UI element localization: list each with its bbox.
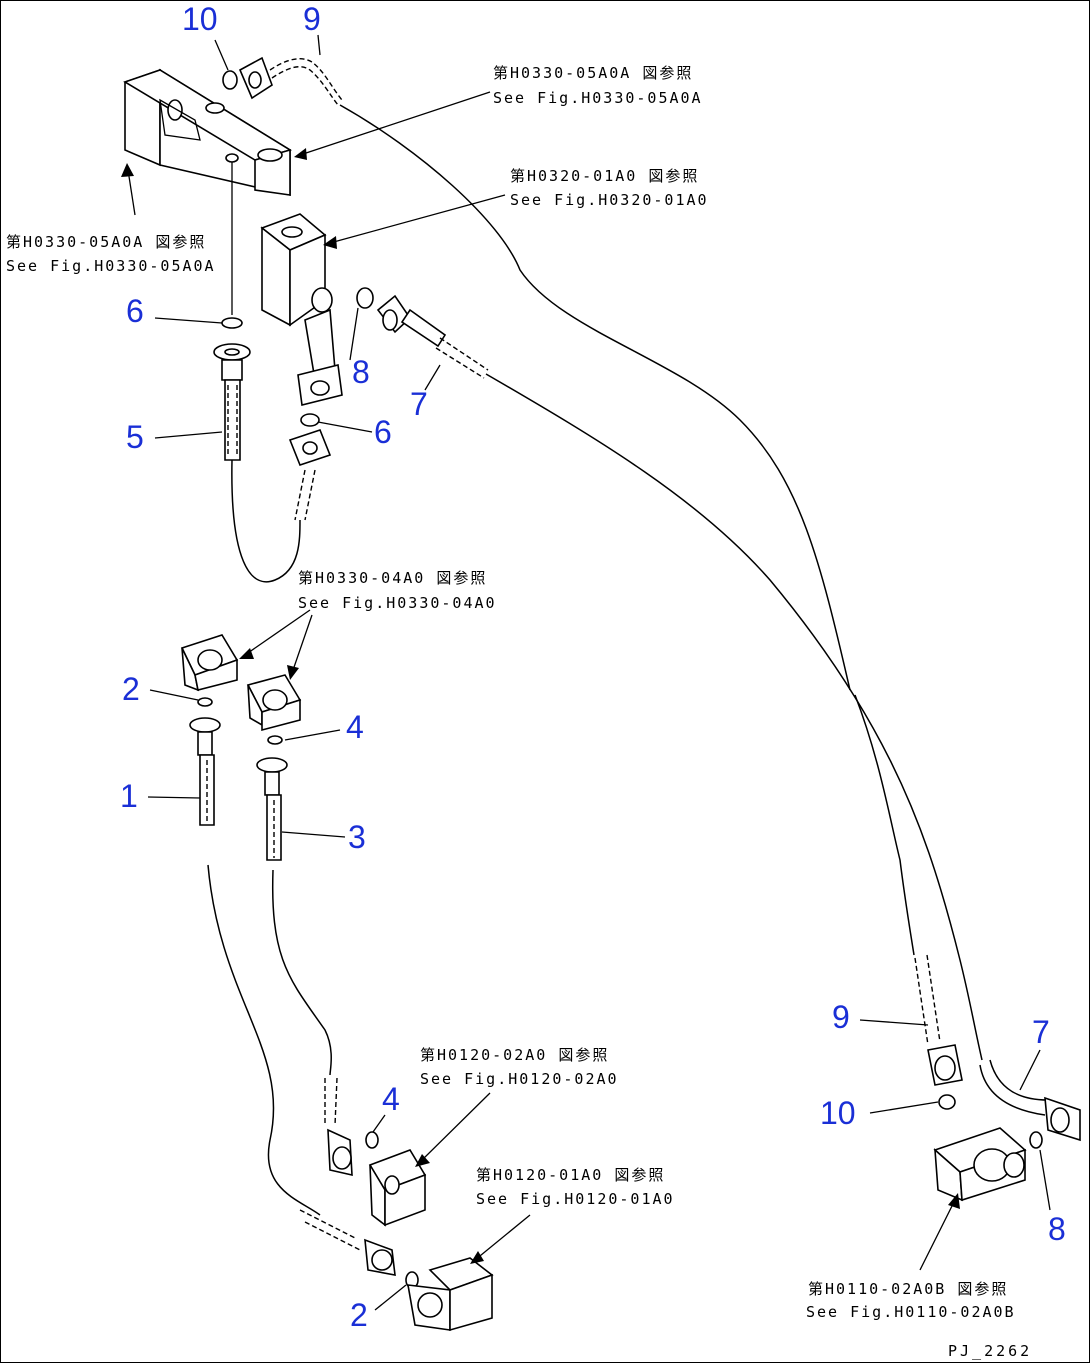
callout-6-b: 6 — [374, 414, 392, 450]
valve-block-bottom — [407, 1257, 494, 1332]
hose-1-end — [299, 1209, 396, 1276]
hose-lower-6 — [231, 429, 332, 583]
leader-lines — [121, 34, 1051, 1311]
o-ring-6-mid — [300, 413, 320, 427]
hose-9-top — [222, 56, 851, 691]
o-ring-6-top — [221, 317, 243, 329]
hose-3 — [256, 757, 288, 861]
ref-5-jp: 第H0120-02A0 図参照 — [420, 1046, 609, 1064]
ref-1-jp: 第H0330-05A0A 図参照 — [493, 64, 693, 82]
ref-4-en: See Fig.H0330-04A0 — [298, 594, 497, 612]
ref-3-en: See Fig.H0330-05A0A — [6, 257, 216, 275]
hose-7-right — [979, 1059, 1081, 1142]
hose-7-right-line — [889, 759, 983, 1061]
callout-10-right: 10 — [820, 1095, 856, 1131]
callout-3: 3 — [348, 819, 366, 855]
ref-7-en: See Fig.H0110-02A0B — [806, 1303, 1016, 1321]
callout-4-a: 4 — [346, 709, 364, 745]
ref-7-jp: 第H0110-02A0B 図参照 — [808, 1280, 1008, 1298]
pump-right — [933, 1127, 1027, 1202]
valve-block-bottom-mid — [368, 1149, 427, 1227]
callout-9-top: 9 — [303, 1, 321, 37]
o-ring-8-right — [1029, 1131, 1043, 1149]
ref-2-en: See Fig.H0320-01A0 — [510, 191, 709, 209]
callout-7-top: 7 — [410, 386, 428, 422]
hose-7-top — [376, 294, 891, 761]
callout-8-right: 8 — [1048, 1211, 1066, 1247]
callout-4-b: 4 — [382, 1081, 400, 1117]
drawing-code: PJ_2262 — [948, 1342, 1032, 1360]
hose-1 — [189, 717, 221, 826]
ref-1-en: See Fig.H0330-05A0A — [493, 89, 703, 107]
hose-1-line — [207, 864, 321, 1216]
valve-block-left — [180, 634, 239, 692]
callout-9-right: 9 — [832, 999, 850, 1035]
callout-10-top: 10 — [182, 1, 218, 37]
hose-9-right — [914, 954, 963, 1086]
hose-3-line — [271, 869, 332, 1076]
ref-6-en: See Fig.H0120-01A0 — [476, 1190, 675, 1208]
callout-7-right: 7 — [1032, 1014, 1050, 1050]
ref-6-jp: 第H0120-01A0 図参照 — [476, 1166, 665, 1184]
ref-5-en: See Fig.H0120-02A0 — [420, 1070, 619, 1088]
ref-2-jp: 第H0320-01A0 図参照 — [510, 167, 699, 185]
callout-5: 5 — [126, 419, 144, 455]
callout-6-a: 6 — [126, 293, 144, 329]
middle-valve-block — [260, 213, 374, 406]
o-ring-4-bottom — [365, 1131, 379, 1149]
valve-block-right — [246, 674, 302, 732]
ref-3-jp: 第H0330-05A0A 図参照 — [6, 233, 206, 251]
callout-2-a: 2 — [122, 671, 140, 707]
callout-8-top: 8 — [352, 354, 370, 390]
o-ring-4-top — [267, 735, 283, 745]
callout-1: 1 — [120, 778, 138, 814]
callout-2-b: 2 — [350, 1297, 368, 1333]
hose-5 — [213, 343, 251, 461]
hose-3-end — [324, 1077, 353, 1177]
o-ring-2-top — [197, 697, 213, 707]
ref-4-jp: 第H0330-04A0 図参照 — [298, 569, 487, 587]
o-ring-10-right — [938, 1094, 956, 1110]
hose-9-right-line — [854, 694, 915, 956]
